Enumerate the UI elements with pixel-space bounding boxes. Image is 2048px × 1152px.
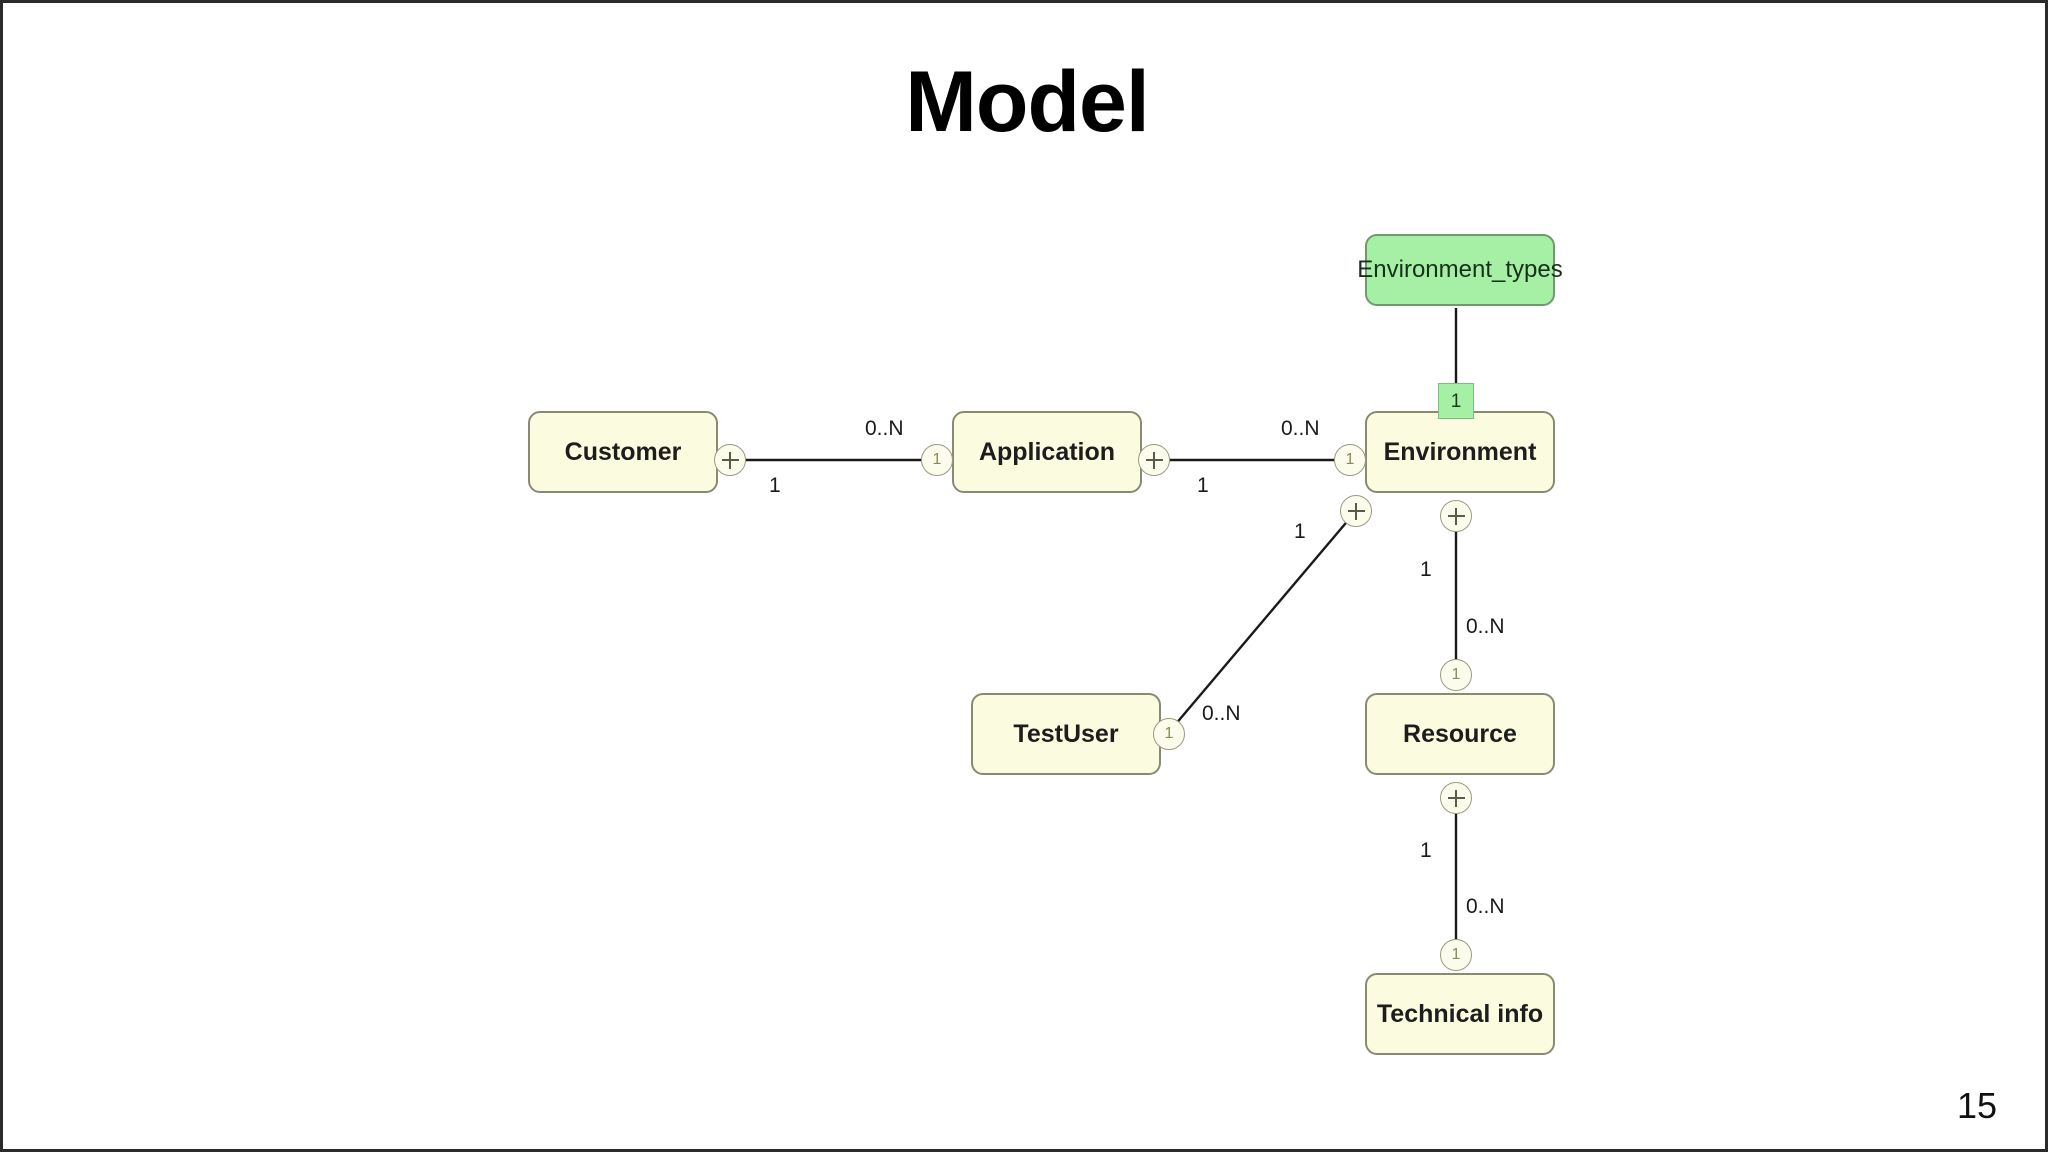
multiplicity-source-resource-technicalinfo: 1 (1420, 839, 1432, 862)
multiplicity-target-environment-testuser: 0..N (1202, 702, 1241, 725)
entity-label: Application (978, 437, 1116, 466)
port-multiplicity: 1 (932, 451, 942, 468)
marker-environmenttypes-environment[interactable]: 1 (1438, 383, 1474, 419)
entity-label: Customer (564, 437, 682, 466)
port-target-application-environment[interactable]: 1 (1334, 444, 1366, 476)
multiplicity-source-environment-resource: 1 (1420, 558, 1432, 581)
multiplicity-source-environment-testuser: 1 (1294, 520, 1306, 543)
entity-technical_info[interactable]: Technical info (1365, 973, 1555, 1055)
edge-environment-testuser (1168, 510, 1357, 733)
multiplicity-target-application-environment: 0..N (1281, 417, 1320, 440)
edge-layer (730, 308, 1458, 955)
port-source-application-environment[interactable] (1138, 444, 1170, 476)
port-source-resource-technicalinfo[interactable] (1440, 782, 1472, 814)
page-title: Model (905, 54, 1149, 150)
entity-customer[interactable]: Customer (528, 411, 718, 493)
entity-application[interactable]: Application (952, 411, 1142, 493)
entity-label: Technical info (1376, 999, 1544, 1028)
multiplicity-target-resource-technicalinfo: 0..N (1466, 895, 1505, 918)
port-source-customer-application[interactable] (714, 444, 746, 476)
entity-label: Environment (1383, 437, 1537, 466)
entity-label: TestUser (1013, 719, 1119, 748)
port-multiplicity: 1 (1451, 666, 1461, 683)
port-source-environment-resource[interactable] (1440, 500, 1472, 532)
er-diagram: Customer Application Environment Environmen… (3, 3, 2045, 1149)
port-target-resource-technicalinfo[interactable]: 1 (1440, 939, 1472, 971)
entity-resource[interactable]: Resource (1365, 693, 1555, 775)
port-target-customer-application[interactable]: 1 (921, 444, 953, 476)
port-multiplicity: 1 (1345, 451, 1355, 468)
entity-label: Resource (1403, 719, 1517, 748)
port-target-environment-testuser[interactable]: 1 (1153, 718, 1185, 750)
multiplicity-source-customer-application: 1 (769, 474, 781, 497)
entity-environment[interactable]: Environment (1365, 411, 1555, 493)
entity-label: Environment_types (1357, 256, 1563, 283)
marker-multiplicity: 1 (1450, 390, 1462, 412)
page-number: 15 (1956, 1085, 1997, 1126)
port-multiplicity: 1 (1164, 725, 1174, 742)
entity-testuser[interactable]: TestUser (971, 693, 1161, 775)
port-source-environment-testuser[interactable] (1340, 495, 1372, 527)
port-multiplicity: 1 (1451, 946, 1461, 963)
entity-environment_types[interactable]: Environment_types (1357, 234, 1563, 306)
multiplicity-source-application-environment: 1 (1197, 474, 1209, 497)
multiplicity-target-environment-resource: 0..N (1466, 615, 1505, 638)
multiplicity-target-customer-application: 0..N (865, 417, 904, 440)
port-target-environment-resource[interactable]: 1 (1440, 659, 1472, 691)
